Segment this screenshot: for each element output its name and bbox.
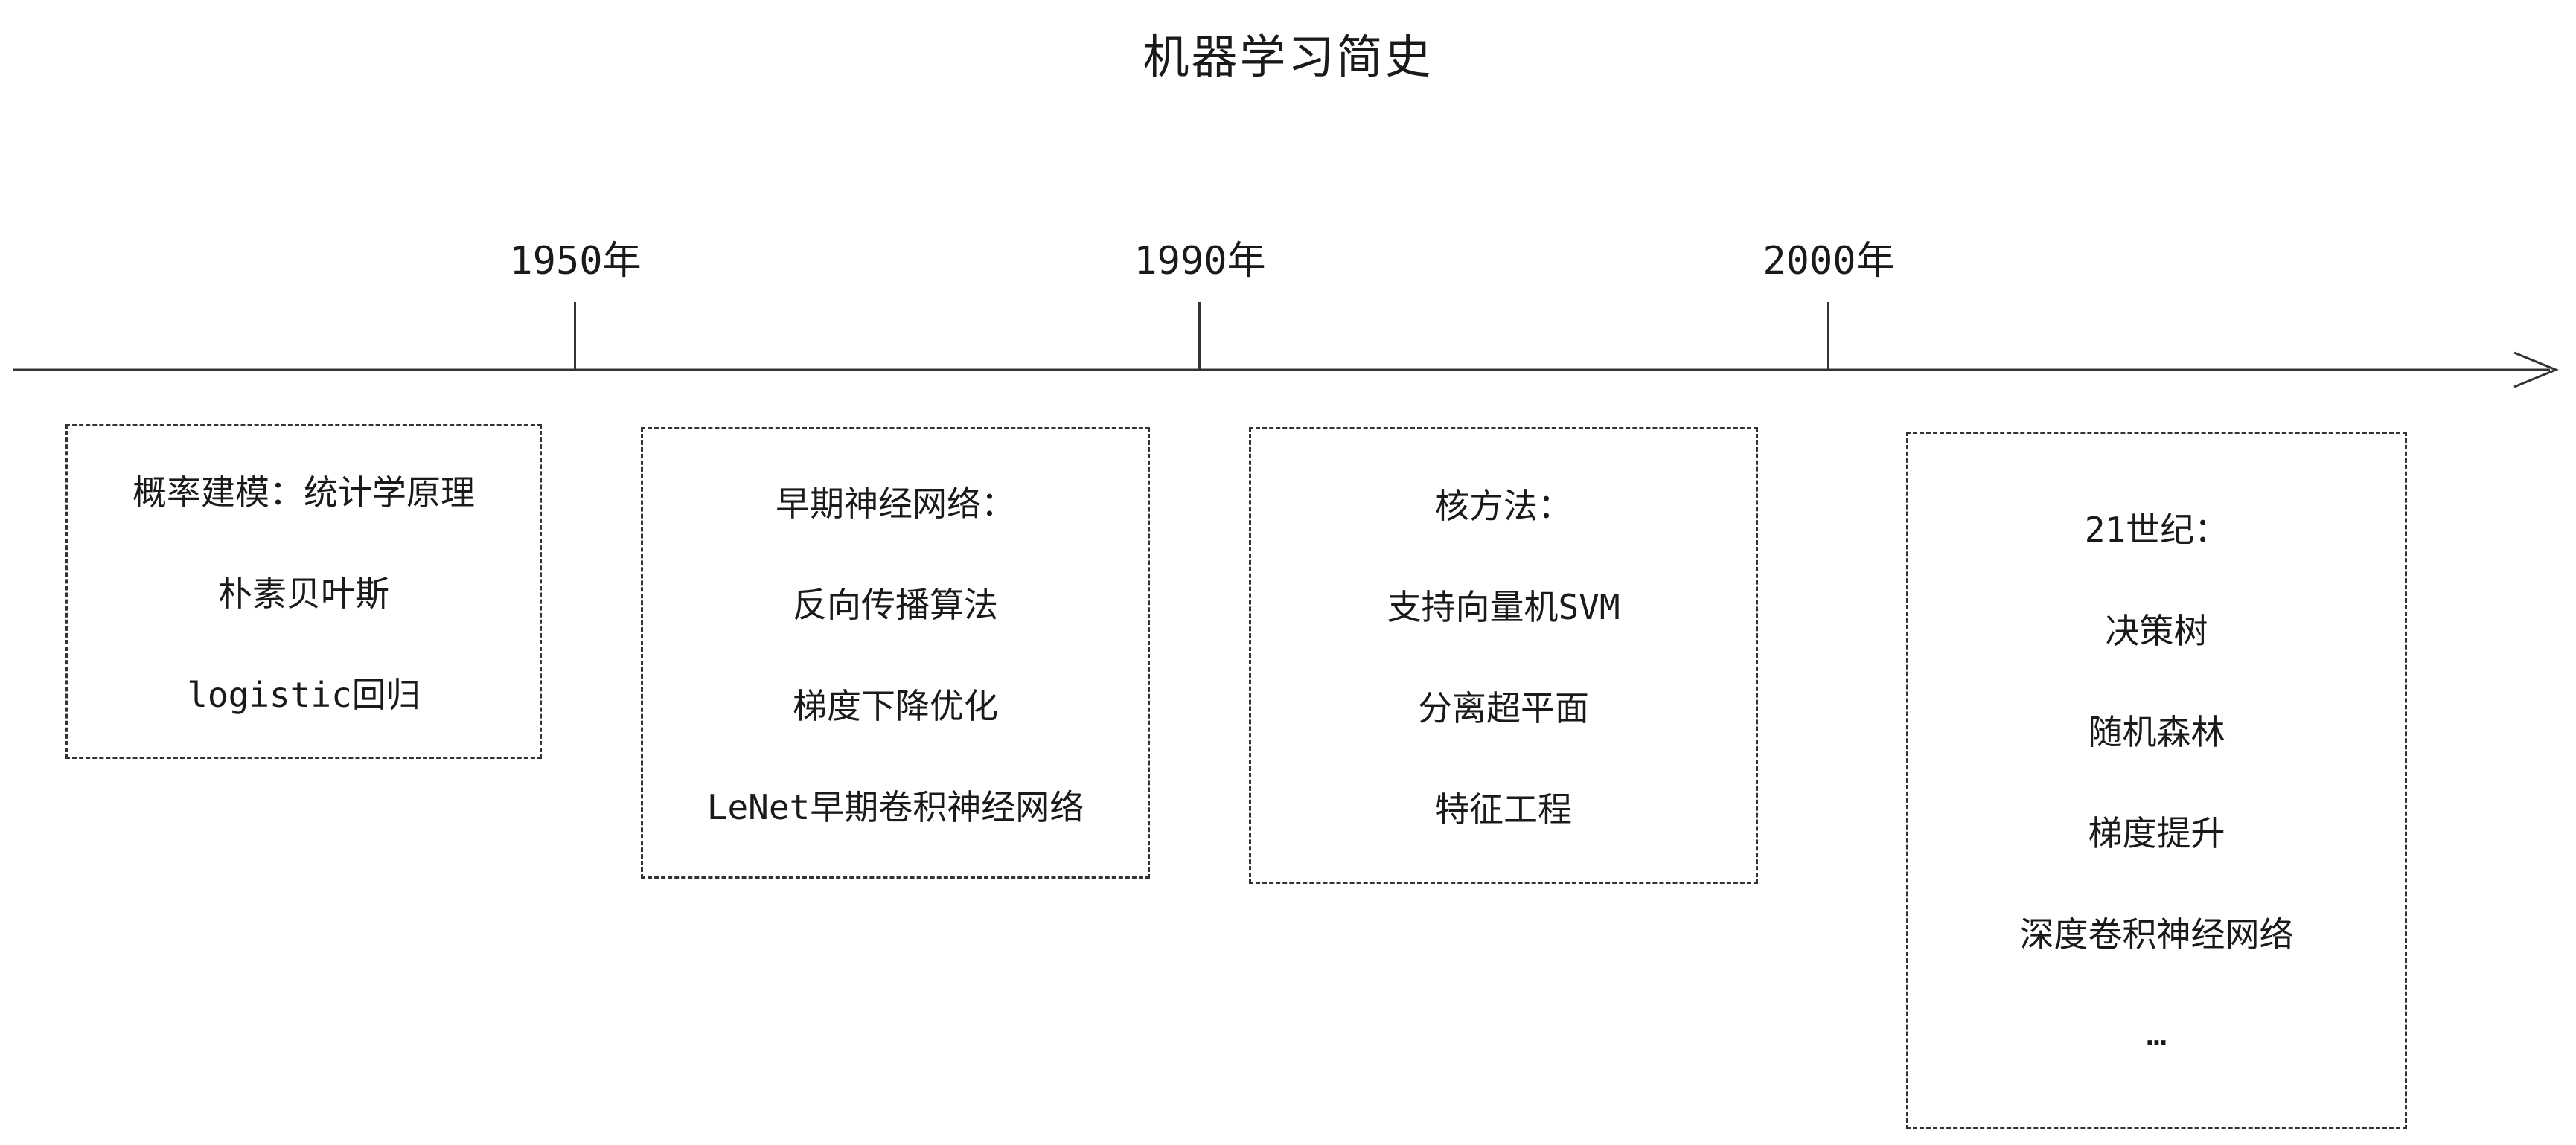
arrowhead-icon [2513, 351, 2559, 388]
year-label-1990: 1990年 [1134, 239, 1266, 283]
era-item: 分离超平面 [1418, 688, 1589, 728]
era-item: 21世纪： [2084, 510, 2229, 550]
tick-mark-2000 [1827, 302, 1829, 371]
era-item: 特征工程 [1435, 789, 1572, 830]
era-item: 朴素贝叶斯 [218, 574, 389, 614]
era-item: … [2146, 1013, 2167, 1053]
tick-mark-1950 [574, 302, 576, 371]
era-item: 随机森林 [2088, 712, 2225, 752]
tick-mark-1990 [1198, 302, 1201, 371]
era-item: 决策树 [2105, 611, 2208, 651]
era-item: 梯度提升 [2088, 813, 2225, 853]
page-title: 机器学习简史 [1142, 30, 1434, 84]
era-item: 反向传播算法 [793, 584, 998, 625]
era-box-kernel-methods: 核方法： 支持向量机SVM 分离超平面 特征工程 [1249, 427, 1758, 884]
year-label-2000: 2000年 [1762, 239, 1895, 283]
era-item: 支持向量机SVM [1387, 587, 1620, 627]
era-item: 深度卷积神经网络 [2019, 914, 2294, 955]
year-label-1950: 1950年 [509, 239, 642, 283]
era-box-probabilistic-modeling: 概率建模：统计学原理 朴素贝叶斯 logistic回归 [65, 424, 542, 759]
era-box-21st-century: 21世纪： 决策树 随机森林 梯度提升 深度卷积神经网络 … [1906, 432, 2407, 1129]
era-item: 早期神经网络： [776, 483, 1015, 524]
era-item: 梯度下降优化 [793, 685, 998, 726]
era-item: LeNet早期卷积神经网络 [706, 786, 1084, 827]
era-item: 核方法： [1435, 486, 1572, 526]
era-item: logistic回归 [187, 675, 421, 715]
era-box-early-neural-networks: 早期神经网络： 反向传播算法 梯度下降优化 LeNet早期卷积神经网络 [641, 427, 1150, 879]
era-item: 概率建模：统计学原理 [132, 472, 475, 513]
timeline-axis [13, 351, 2559, 388]
